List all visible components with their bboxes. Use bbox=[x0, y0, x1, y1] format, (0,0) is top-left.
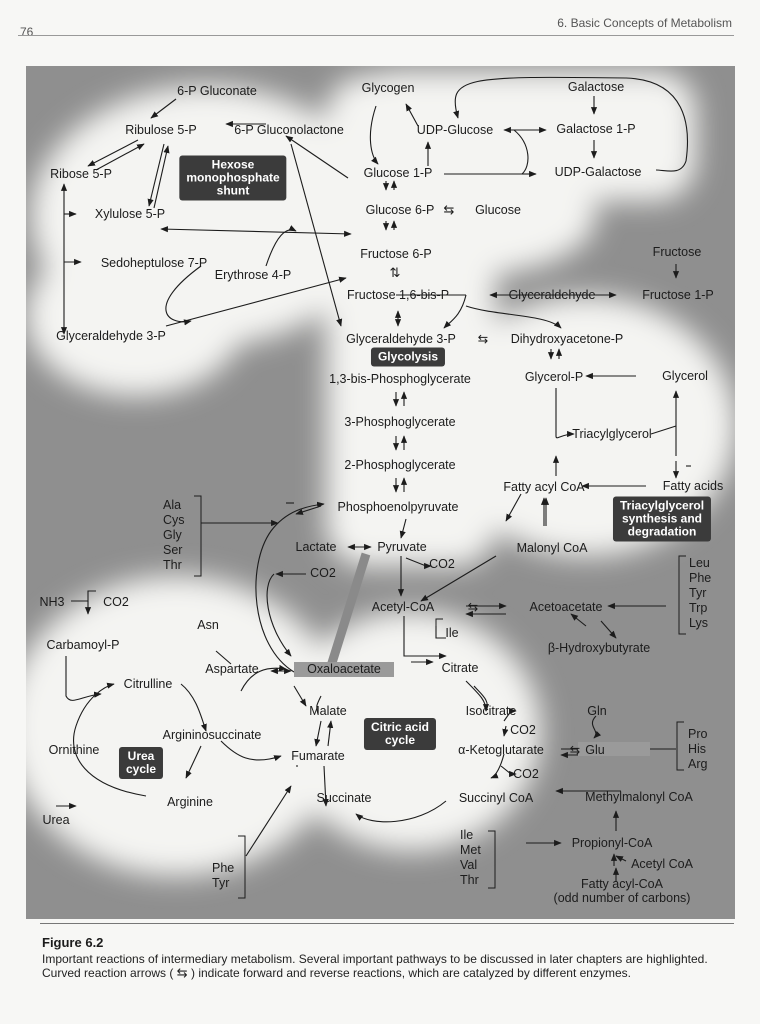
label-co2-isocitrate: CO2 bbox=[510, 723, 536, 737]
label-glu: Glu bbox=[585, 743, 605, 757]
caption-rule bbox=[40, 923, 734, 924]
page-number: 76 bbox=[20, 25, 34, 39]
label-succinyl-coa: Succinyl CoA bbox=[458, 791, 534, 805]
label-galactose-1p: Galactose 1-P bbox=[556, 122, 636, 136]
amino-acids-to-acetoacetate: Leu Phe Tyr Trp Lys bbox=[689, 556, 712, 630]
label-6p-gluconate: 6-P Gluconate bbox=[177, 84, 257, 98]
label-glyceraldehyde-3p-left: Glyceraldehyde 3-P bbox=[56, 329, 166, 343]
label-glycerol-p: Glycerol-P bbox=[524, 370, 584, 384]
chapter-title: 6. Basic Concepts of Metabolism bbox=[557, 16, 732, 30]
label-2-phosphoglycerate: 2-Phosphoglycerate bbox=[344, 458, 456, 472]
label-erythrose-4p: Erythrose 4-P bbox=[214, 268, 292, 282]
label-argininosuccinate: Argininosuccinate bbox=[162, 728, 262, 742]
figure-caption: Important reactions of intermediary meta… bbox=[42, 952, 732, 980]
reversible-arrows-icon: ⇆ bbox=[477, 332, 489, 346]
label-fatty-acyl-coa: Fatty acyl CoA bbox=[503, 480, 585, 494]
label-ornithine: Ornithine bbox=[48, 743, 100, 757]
label-alpha-ketoglutarate: α-Ketoglutarate bbox=[458, 743, 544, 757]
label-fructose: Fructose bbox=[652, 245, 702, 259]
oaa-highlight bbox=[294, 662, 394, 677]
label-co2-carboxylation: CO2 bbox=[310, 566, 336, 580]
glu-highlight bbox=[578, 742, 650, 756]
highlight-regions bbox=[26, 71, 735, 876]
label-ile-acetyl: Ile bbox=[445, 626, 459, 640]
caption-text-end: ) indicate forward and reverse reactions… bbox=[190, 966, 631, 980]
label-urea: Urea bbox=[42, 813, 70, 827]
reversible-arrows-icon: ⇆ bbox=[443, 202, 455, 217]
label-succinate: Succinate bbox=[316, 791, 372, 805]
label-gln: Gln bbox=[587, 704, 607, 718]
amino-acids-to-glutamate: Pro His Arg bbox=[688, 727, 708, 771]
label-ribose-5p: Ribose 5-P bbox=[50, 167, 112, 181]
reaction-arrows bbox=[56, 76, 691, 882]
diagram-graphics bbox=[26, 71, 735, 899]
label-beta-hydroxybutyrate: β-Hydroxybutyrate bbox=[547, 641, 651, 655]
label-glyceraldehyde: Glyceraldehyde bbox=[508, 288, 596, 302]
label-arginine: Arginine bbox=[167, 795, 213, 809]
label-carbamoyl-p: Carbamoyl-P bbox=[46, 638, 120, 652]
header-rule bbox=[18, 35, 734, 36]
label-sedoheptulose-7p: Sedoheptulose 7-P bbox=[100, 256, 208, 270]
label-fructose-16-bisp: Fructose 1,6-bis-P bbox=[346, 288, 450, 302]
label-fructose-6p: Fructose 6-P bbox=[360, 247, 432, 261]
label-triacylglycerol: Triacylglycerol bbox=[572, 427, 652, 441]
label-lactate: Lactate bbox=[295, 540, 337, 554]
curved-reversible-arrows-icon: ⇆ bbox=[176, 965, 188, 980]
label-acetyl-coa: Acetyl-CoA bbox=[371, 600, 435, 614]
label-phosphoenolpyruvate: Phosphoenolpyruvate bbox=[337, 500, 459, 514]
label-dihydroxyacetone-p: Dihydroxyacetone-P bbox=[510, 332, 624, 346]
label-glucose-1p: Glucose 1-P bbox=[363, 166, 433, 180]
label-citrate: Citrate bbox=[441, 661, 479, 675]
tag-synthesis-box: Triacylglycerol synthesis and degradatio… bbox=[612, 496, 712, 542]
label-co2-urea: CO2 bbox=[103, 595, 129, 609]
reversible-arrows-icon: ⇆ bbox=[467, 600, 479, 614]
transport-bar bbox=[326, 552, 371, 668]
reversible-arrows-icon: ⇆ bbox=[569, 743, 581, 757]
label-pyruvate: Pyruvate bbox=[377, 540, 427, 554]
label-xylulose-5p: Xylulose 5-P bbox=[94, 207, 166, 221]
amino-acids-to-pyruvate: Ala Cys Gly Ser Thr bbox=[163, 498, 185, 572]
label-acetoacetate: Acetoacetate bbox=[529, 600, 603, 614]
label-glucose-6p: Glucose 6-P bbox=[365, 203, 435, 217]
label-fumarate: Fumarate bbox=[291, 749, 345, 763]
label-glucose: Glucose bbox=[475, 203, 521, 217]
figure-label: Figure 6.2 bbox=[42, 935, 104, 950]
label-malonyl-coa: Malonyl CoA bbox=[516, 541, 588, 555]
urea-cycle-box: Urea cycle bbox=[118, 747, 164, 779]
hexose-shunt-box: Hexose monophosphate shunt bbox=[179, 155, 287, 201]
label-ribulose-5p: Ribulose 5-P bbox=[125, 123, 197, 137]
reversible-arrows-icon: ⇅ bbox=[389, 265, 401, 280]
label-citrulline: Citrulline bbox=[123, 677, 173, 691]
label-13-bis-phosphoglycerate: 1,3-bis-Phosphoglycerate bbox=[329, 372, 471, 386]
label-asn: Asn bbox=[197, 618, 219, 632]
metabolism-diagram: Hexose monophosphate shunt Glycolysis Tr… bbox=[26, 66, 735, 919]
label-fatty-acyl-coa-odd: Fatty acyl-CoA (odd number of carbons) bbox=[553, 877, 691, 905]
label-malate: Malate bbox=[309, 704, 347, 718]
label-nh3: NH3 bbox=[39, 595, 65, 609]
label-isocitrate: Isocitrate bbox=[465, 704, 517, 718]
label-glyceraldehyde-3p: Glyceraldehyde 3-P bbox=[346, 332, 456, 346]
amino-acid-brackets bbox=[194, 495, 686, 899]
label-fructose-1p: Fructose 1-P bbox=[642, 288, 714, 302]
label-fatty-acids: Fatty acids bbox=[662, 479, 724, 493]
label-oxaloacetate: Oxaloacetate bbox=[307, 662, 381, 676]
label-co2-ketoglutarate: CO2 bbox=[513, 767, 539, 781]
label-glycerol: Glycerol bbox=[662, 369, 708, 383]
label-udp-glucose: UDP-Glucose bbox=[416, 123, 494, 137]
amino-acids-to-fumarate: Phe Tyr bbox=[212, 861, 235, 890]
citric-acid-cycle-box: Citric acid cycle bbox=[363, 718, 437, 750]
label-udp-galactose: UDP-Galactose bbox=[554, 165, 642, 179]
label-methylmalonyl-coa: Methylmalonyl CoA bbox=[585, 790, 693, 804]
label-3-phosphoglycerate: 3-Phosphoglycerate bbox=[344, 415, 456, 429]
caption-text-start: Important reactions of intermediary meta… bbox=[42, 952, 708, 980]
label-aspartate: Aspartate bbox=[205, 662, 259, 676]
label-glycogen: Glycogen bbox=[361, 81, 415, 95]
label-propionyl-coa: Propionyl-CoA bbox=[571, 836, 653, 850]
glycolysis-box: Glycolysis bbox=[370, 347, 446, 367]
amino-acids-to-propionyl-coa: Ile Met Val Thr bbox=[460, 828, 481, 887]
label-6p-gluconolactone: 6-P Gluconolactone bbox=[234, 123, 344, 137]
label-acetyl-coa-propionyl: Acetyl CoA bbox=[631, 857, 693, 871]
label-co2-pyruvate: CO2 bbox=[429, 557, 455, 571]
label-galactose: Galactose bbox=[567, 80, 625, 94]
